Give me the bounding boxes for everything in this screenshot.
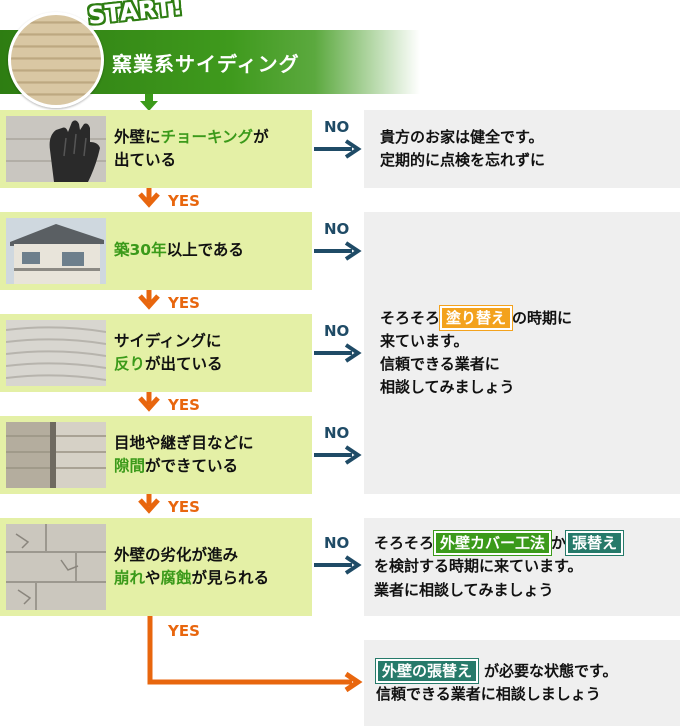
result-cover-highlight2: 張替え (566, 531, 623, 555)
step5-keyword1: 崩れ (114, 569, 145, 587)
step5-text-line1: 外壁の劣化が進み (114, 544, 308, 567)
step1-no-arrow-icon (314, 138, 366, 160)
warped-siding-photo (6, 320, 106, 386)
step4-no-label: NO (324, 424, 349, 442)
result-repaint-text-b: の時期に (512, 309, 572, 327)
step-chalking: 外壁にチョーキングが 出ている (0, 110, 312, 188)
step2-keyword: 築30年 (114, 241, 167, 259)
step1-yes-arrow-icon (136, 188, 162, 212)
glove-photo (6, 116, 106, 182)
result-replace-line2: 信頼できる業者に相談しましょう (376, 683, 674, 706)
result-healthy: 貴方のお家は健全です。 定期的に点検を忘れずに (364, 110, 680, 188)
step2-yes-label: YES (168, 294, 200, 312)
result-cover-line2: を検討する時期に来ています。 (374, 555, 674, 578)
result-cover-highlight1: 外壁カバー工法 (434, 531, 551, 555)
step4-text-line1: 目地や継ぎ目などに (114, 432, 308, 455)
result-healthy-line1: 貴方のお家は健全です。 (380, 126, 674, 149)
result-replace-text-b: が必要な状態です。 (484, 662, 618, 680)
gap-photo (6, 422, 106, 488)
step2-yes-arrow-icon (136, 290, 162, 314)
house-photo (6, 218, 106, 284)
step3-yes-label: YES (168, 396, 200, 414)
step5-text-d: が見られる (192, 569, 270, 587)
result-repaint-line2: 来ています。 (380, 330, 674, 353)
step1-keyword: チョーキング (161, 128, 254, 146)
result-replace: 外壁の張替えが必要な状態です。 信頼できる業者に相談しましょう (364, 640, 680, 726)
result-cover: そろそろ外壁カバー工法か張替え を検討する時期に来ています。 業者に相談してみま… (364, 518, 680, 616)
step1-no-label: NO (324, 118, 349, 136)
step5-keyword2: 腐蝕 (161, 569, 192, 587)
step1-text-a: 外壁に (114, 128, 161, 146)
step4-keyword: 隙間 (114, 457, 145, 475)
step5-text-b: や (145, 569, 161, 587)
step4-yes-arrow-icon (136, 494, 162, 518)
step-30-years: 築30年以上である (0, 212, 312, 290)
result-replace-highlight: 外壁の張替え (376, 659, 478, 683)
step2-no-label: NO (324, 220, 349, 238)
result-repaint-line3: 信頼できる業者に (380, 353, 674, 376)
step-gaps: 目地や継ぎ目などに 隙間ができている (0, 416, 312, 494)
crumbling-wall-photo (6, 524, 106, 610)
step1-yes-label: YES (168, 192, 200, 210)
step1-text-c: が (253, 128, 269, 146)
start-label: START! (87, 0, 184, 30)
step3-text-line1: サイディングに (114, 330, 308, 353)
step4-no-arrow-icon (314, 444, 366, 466)
result-cover-text-b: か (551, 534, 566, 552)
step-warping: サイディングに 反りが出ている (0, 314, 312, 392)
step1-text-line2: 出ている (114, 149, 308, 172)
header-title: 窯業系サイディング (112, 48, 300, 77)
step5-no-arrow-icon (314, 554, 366, 576)
result-repaint: そろそろ塗り替えの時期に 来ています。 信頼できる業者に 相談してみましょう (364, 212, 680, 494)
step3-no-label: NO (324, 322, 349, 340)
step4-text-b: ができている (145, 457, 238, 475)
result-repaint-text-a: そろそろ (380, 309, 440, 327)
step4-yes-label: YES (168, 498, 200, 516)
step2-text: 以上である (167, 241, 244, 259)
step3-no-arrow-icon (314, 342, 366, 364)
step5-no-label: NO (324, 534, 349, 552)
result-cover-line3: 業者に相談してみましょう (374, 579, 674, 602)
step3-keyword: 反り (114, 355, 145, 373)
step-deterioration: 外壁の劣化が進み 崩れや腐蝕が見られる (0, 518, 312, 616)
step3-yes-arrow-icon (136, 392, 162, 416)
result-repaint-highlight: 塗り替え (440, 306, 512, 330)
result-cover-text-a: そろそろ (374, 534, 434, 552)
step3-text-b: が出ている (145, 355, 223, 373)
result-repaint-line4: 相談してみましょう (380, 376, 674, 399)
result-healthy-line2: 定期的に点検を忘れずに (380, 149, 674, 172)
step2-no-arrow-icon (314, 240, 366, 262)
step5-yes-arrow-icon (140, 616, 370, 696)
